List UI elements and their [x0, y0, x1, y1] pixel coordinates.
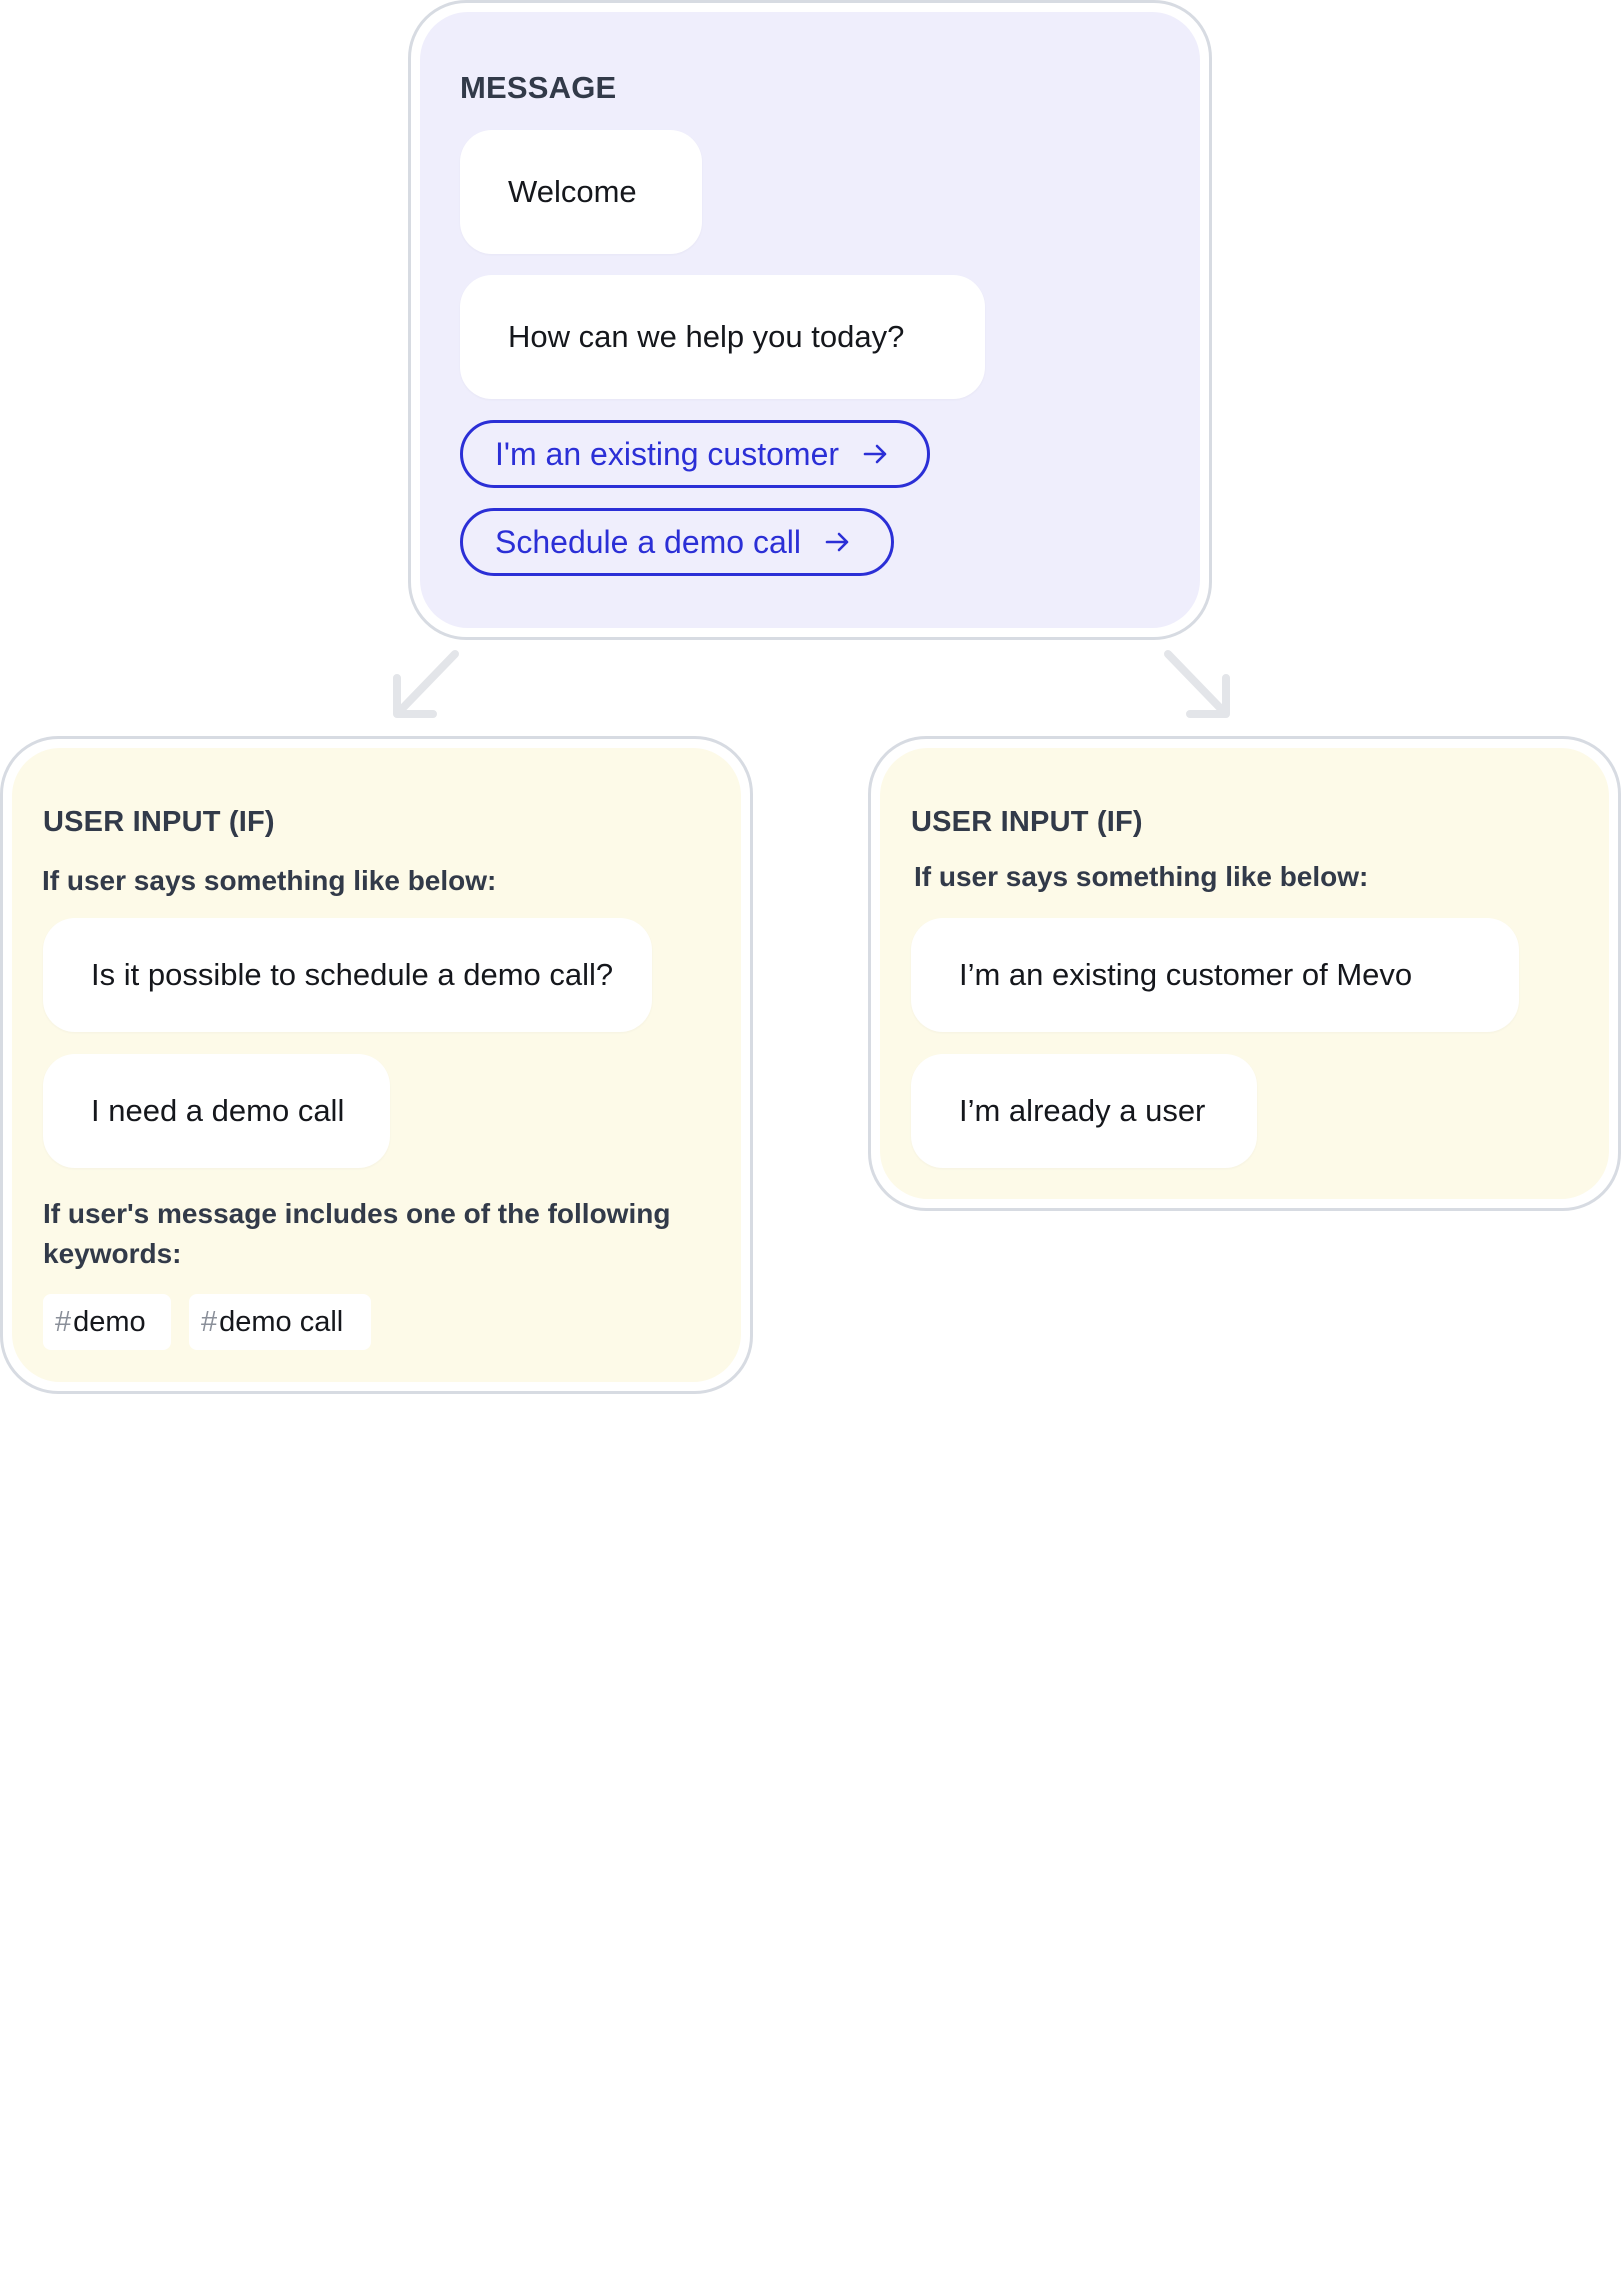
user-input-card-left-body: USER INPUT (IF) If user says something l… [12, 748, 741, 1382]
keywords-condition-label: If user's message includes one of the fo… [43, 1198, 671, 1269]
user-input-card-right: USER INPUT (IF) If user says something l… [868, 736, 1621, 1211]
example-bubble: I need a demo call [43, 1054, 390, 1168]
schedule-demo-button[interactable]: Schedule a demo call [460, 508, 894, 576]
example-bubble: I’m already a user [911, 1054, 1257, 1168]
message-card-body: MESSAGE Welcome How can we help you toda… [420, 12, 1200, 628]
keyword-chip: # demo call [189, 1294, 371, 1350]
similar-condition-label: If user says something like below: [914, 861, 1369, 892]
user-input-card-right-body: USER INPUT (IF) If user says something l… [880, 748, 1609, 1199]
help-bubble: How can we help you today? [460, 275, 985, 399]
hashtag-icon: # [201, 1305, 218, 1338]
connector-left-arrow [393, 650, 459, 718]
message-title: MESSAGE [460, 70, 617, 105]
welcome-bubble: Welcome [460, 130, 702, 254]
schedule-demo-button-label: Schedule a demo call [495, 523, 801, 560]
user-input-title: USER INPUT (IF) [911, 806, 1143, 838]
user-input-card-left: USER INPUT (IF) If user says something l… [0, 736, 753, 1394]
message-card: MESSAGE Welcome How can we help you toda… [408, 0, 1212, 640]
arrow-right-icon [863, 443, 889, 465]
keyword-label: demo [73, 1305, 146, 1338]
user-input-title: USER INPUT (IF) [43, 806, 275, 838]
similar-condition-label: If user says something like below: [42, 865, 497, 896]
hashtag-icon: # [55, 1305, 72, 1338]
keyword-label: demo call [219, 1305, 344, 1338]
example-bubble: Is it possible to schedule a demo call? [43, 918, 652, 1032]
existing-customer-button[interactable]: I'm an existing customer [460, 420, 930, 488]
connector-right-arrow [1164, 650, 1230, 718]
existing-customer-button-label: I'm an existing customer [495, 435, 840, 472]
example-bubble: I’m an existing customer of Mevo [911, 918, 1519, 1032]
keyword-chip: # demo [43, 1294, 171, 1350]
arrow-right-icon [825, 531, 851, 553]
